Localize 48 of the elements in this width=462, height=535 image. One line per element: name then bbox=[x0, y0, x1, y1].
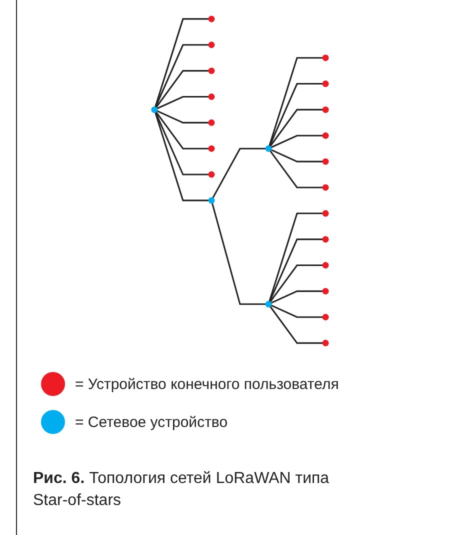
connector bbox=[269, 150, 323, 188]
connector bbox=[270, 290, 323, 304]
connector bbox=[156, 96, 209, 110]
node-circle bbox=[322, 210, 329, 217]
connector bbox=[269, 108, 323, 147]
connector bbox=[268, 83, 323, 147]
connector bbox=[155, 70, 209, 108]
connector bbox=[270, 134, 323, 148]
node-circle bbox=[322, 106, 329, 113]
connector bbox=[154, 112, 209, 202]
connector bbox=[268, 57, 323, 146]
legend-text: = Устройство конечного пользователя bbox=[75, 376, 339, 392]
node-circle bbox=[322, 288, 329, 294]
connector bbox=[269, 264, 323, 303]
node-circle bbox=[208, 94, 215, 100]
connector bbox=[154, 44, 209, 108]
node-circle bbox=[322, 236, 329, 243]
node-circle bbox=[208, 171, 215, 178]
node-circle bbox=[322, 184, 329, 191]
node-circle bbox=[265, 145, 272, 152]
node-circle bbox=[322, 340, 329, 346]
connector bbox=[269, 306, 323, 344]
connector bbox=[212, 148, 266, 199]
connector bbox=[270, 148, 323, 162]
connector bbox=[156, 110, 209, 124]
node-circle bbox=[208, 197, 215, 204]
connector bbox=[155, 111, 209, 150]
connector bbox=[154, 112, 209, 176]
node-circle bbox=[322, 158, 329, 165]
node-circle bbox=[322, 262, 329, 268]
connector bbox=[154, 18, 209, 108]
node-circle bbox=[208, 16, 215, 22]
connector bbox=[268, 212, 323, 302]
node-circle bbox=[208, 68, 215, 74]
node-circle bbox=[322, 132, 329, 139]
node-circle bbox=[208, 145, 215, 152]
node-circle bbox=[322, 54, 329, 62]
node-circle bbox=[208, 119, 215, 126]
node-circle bbox=[151, 106, 158, 113]
connector bbox=[211, 202, 266, 305]
connector bbox=[270, 304, 323, 318]
node-circle bbox=[322, 80, 329, 88]
node-circle bbox=[208, 42, 215, 48]
legend-text: = Сетевое устройство bbox=[75, 414, 228, 430]
figure-caption: Рис. 6. Топология сетей LoRaWAN типа Star-of-stars bbox=[33, 469, 330, 511]
connector bbox=[268, 238, 323, 302]
node-circle bbox=[322, 314, 329, 320]
node-circle bbox=[265, 300, 272, 308]
